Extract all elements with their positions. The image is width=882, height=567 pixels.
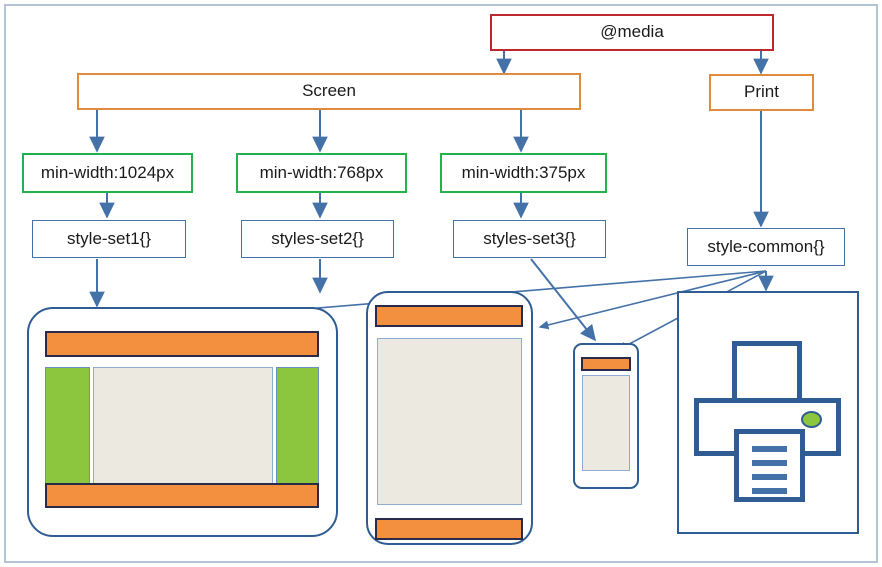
styleset-3-label: styles-set3{}	[483, 228, 576, 248]
printed-line	[752, 488, 787, 494]
edge-set3-phone	[530, 258, 596, 342]
node-media-label: @media	[600, 22, 664, 42]
node-styleset-2[interactable]: styles-set2{}	[241, 220, 394, 258]
breakpoint-375-label: min-width:375px	[461, 162, 586, 182]
node-breakpoint-768[interactable]: min-width:768px	[236, 153, 407, 193]
phone-header-bar	[581, 357, 631, 371]
phone-content-area	[582, 375, 630, 471]
printer-paper-tray-icon	[732, 341, 802, 404]
desktop-header-bar	[45, 331, 319, 357]
style-common-label: style-common{}	[707, 236, 825, 256]
edge-common-tablet	[538, 270, 767, 330]
node-screen-label: Screen	[302, 81, 356, 101]
tablet-header-bar	[375, 305, 523, 327]
printed-line	[752, 460, 787, 466]
desktop-right-sidebar	[276, 367, 319, 497]
printed-line	[752, 446, 787, 452]
tablet-footer-bar	[375, 518, 523, 540]
printer-status-led-icon	[801, 411, 822, 428]
node-breakpoint-375[interactable]: min-width:375px	[440, 153, 607, 193]
desktop-left-sidebar	[45, 367, 90, 497]
node-screen[interactable]: Screen	[77, 73, 581, 110]
printed-line	[752, 474, 787, 480]
breakpoint-768-label: min-width:768px	[259, 162, 384, 182]
node-styleset-1[interactable]: style-set1{}	[32, 220, 186, 258]
desktop-content-area	[93, 367, 273, 497]
node-style-common[interactable]: style-common{}	[687, 228, 845, 266]
breakpoint-1024-label: min-width:1024px	[40, 162, 175, 182]
node-breakpoint-1024[interactable]: min-width:1024px	[22, 153, 193, 193]
printer-printed-page-icon	[734, 429, 805, 502]
node-print[interactable]: Print	[709, 74, 814, 111]
styleset-2-label: styles-set2{}	[271, 228, 364, 248]
node-print-label: Print	[744, 82, 779, 102]
styleset-1-label: style-set1{}	[66, 228, 152, 248]
node-media[interactable]: @media	[490, 14, 774, 51]
desktop-footer-bar	[45, 483, 319, 508]
tablet-content-area	[377, 338, 522, 505]
node-styleset-3[interactable]: styles-set3{}	[453, 220, 606, 258]
